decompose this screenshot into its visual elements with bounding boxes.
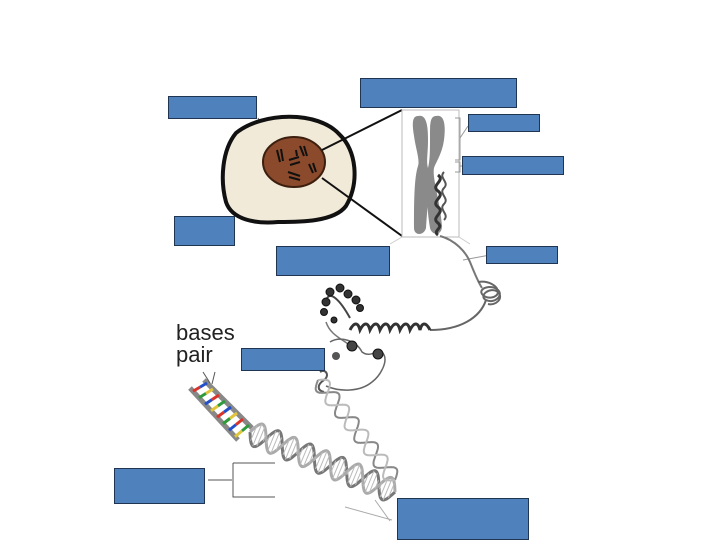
base-segment <box>199 393 206 397</box>
label-box-helix[interactable] <box>114 468 205 504</box>
base-segment <box>211 406 218 411</box>
label-box-fiber[interactable] <box>486 246 558 264</box>
base-segment <box>242 425 249 431</box>
caption-line-1: bases <box>176 322 256 344</box>
label-box-chromatid[interactable] <box>468 114 540 132</box>
label-box-nucleosome[interactable] <box>241 348 325 371</box>
bracket-line <box>233 463 275 497</box>
nucleus <box>263 137 325 187</box>
base-segment <box>205 400 212 405</box>
double-helix <box>250 380 397 500</box>
base-pair-ladder <box>190 372 252 440</box>
nucleosome-beads <box>321 284 364 323</box>
base-segment <box>235 431 242 437</box>
label-box-dna[interactable] <box>397 498 529 540</box>
base-segment <box>218 401 225 406</box>
chromosome-inset <box>390 110 470 244</box>
base-segment <box>217 412 224 417</box>
base-segment <box>230 413 237 418</box>
label-box-chromatin[interactable] <box>276 246 390 276</box>
label-box-chromosome[interactable] <box>360 78 517 108</box>
cell <box>223 117 355 223</box>
label-box-cell[interactable] <box>168 96 257 119</box>
helix-rung <box>282 445 283 447</box>
base-segment <box>206 389 213 393</box>
base-segment <box>223 418 230 423</box>
label-box-centromere[interactable] <box>462 156 564 175</box>
label-box-nucleus[interactable] <box>174 216 235 246</box>
helix-rung <box>362 478 363 480</box>
base-segment <box>229 425 236 431</box>
base-segment <box>236 419 243 425</box>
base-segment <box>193 387 200 391</box>
base-segment <box>200 383 207 387</box>
base-segment <box>212 395 219 400</box>
base-segment <box>224 407 231 412</box>
